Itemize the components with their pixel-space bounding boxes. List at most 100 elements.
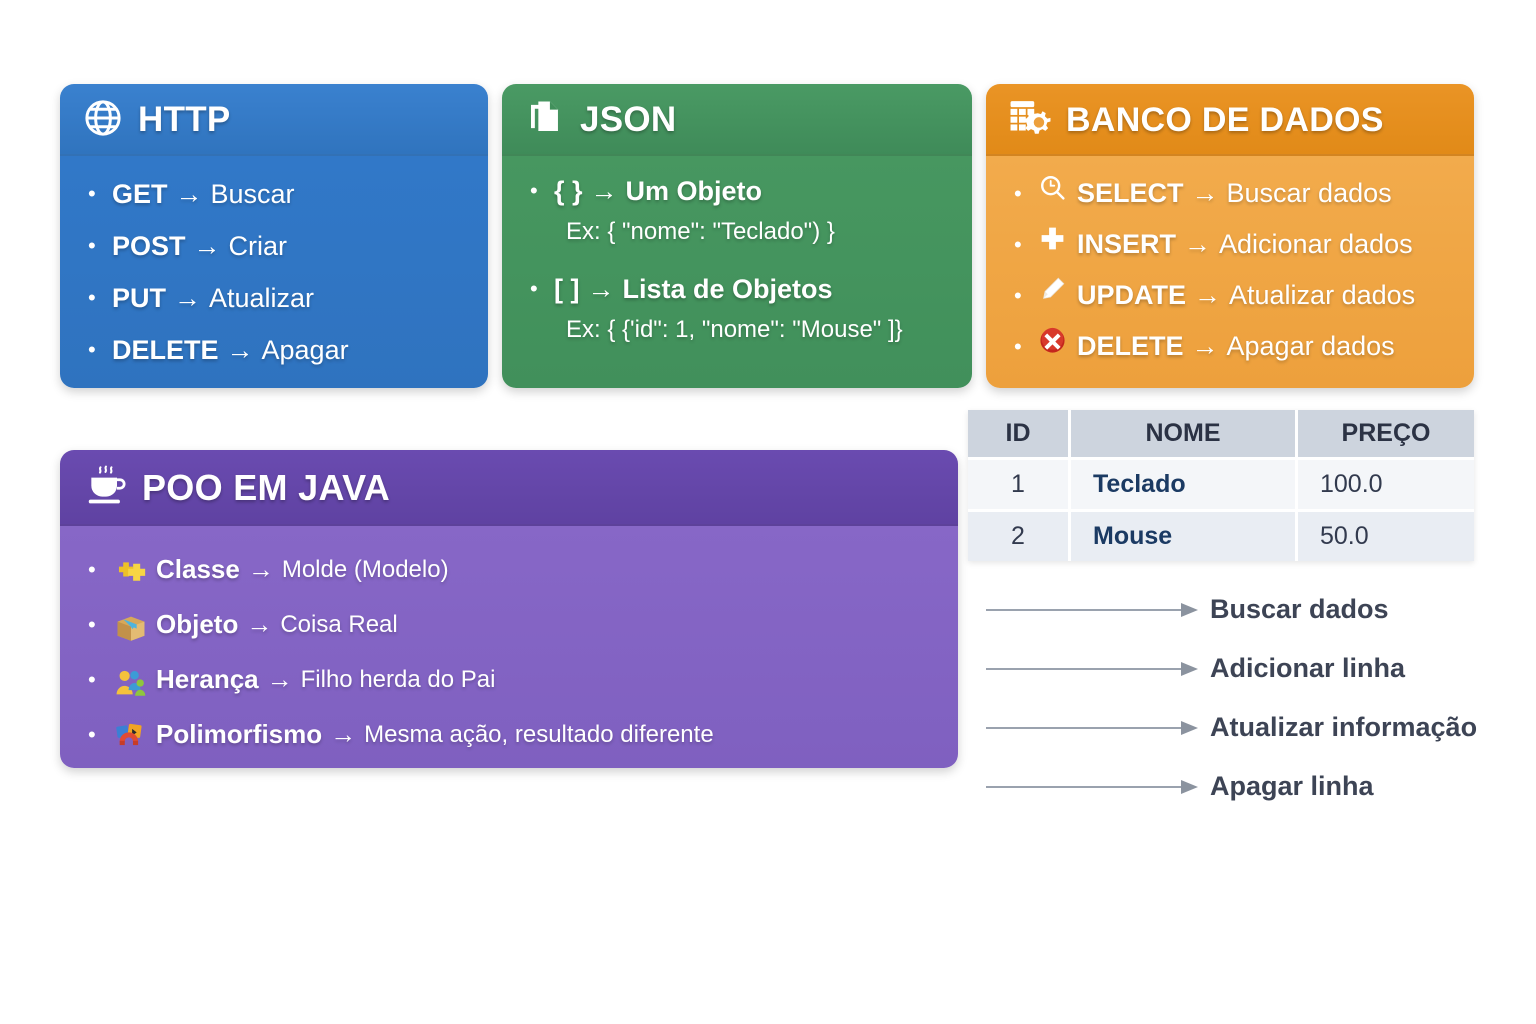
card-poo-java-header: POO EM JAVA <box>60 450 958 526</box>
callout-label: Atualizar informação <box>1210 712 1478 742</box>
arrow-glyph: → <box>330 719 357 749</box>
poo-concept-key: Classe <box>156 554 240 584</box>
list-item: UPDATE → Atualizar dados <box>1012 270 1456 321</box>
cardboard-box-icon <box>114 609 148 643</box>
table-row: 1 Teclado 100.0 <box>968 457 1474 511</box>
arrow-glyph: → <box>175 179 203 209</box>
callout-arrow-icon <box>986 720 1198 735</box>
products-table: ID NOME PREÇO 1 Teclado 100.0 2 Mouse 50… <box>968 410 1474 561</box>
http-method-value: Atualizar <box>209 283 315 313</box>
http-method-value: Apagar <box>261 335 349 365</box>
copy-document-icon <box>524 97 566 144</box>
callout-row: Atualizar informação <box>986 698 1506 757</box>
list-item: POST → Criar <box>86 220 470 272</box>
json-symbol-meaning: Lista de Objetos <box>622 274 833 304</box>
database-table-gear-icon <box>1008 97 1052 144</box>
cell-id: 1 <box>968 457 1071 511</box>
cell-nome: Mouse <box>1069 509 1298 561</box>
list-item: { } → Um Objeto Ex: { "nome": "Teclado")… <box>528 168 954 250</box>
sql-command-key: SELECT <box>1077 178 1184 208</box>
arrow-glyph: → <box>226 335 254 365</box>
card-poo-java: POO EM JAVA Classe → Molde (Modelo) <box>60 450 958 768</box>
cell-nome: Teclado <box>1069 457 1298 511</box>
json-symbol-meaning: Um Objeto <box>625 176 763 206</box>
http-method-key: PUT <box>112 283 166 313</box>
red-x-circle-icon <box>1038 321 1067 372</box>
arrow-glyph: → <box>174 283 201 313</box>
list-item: SELECT → Buscar dados <box>1012 168 1456 219</box>
magnet-cards-icon <box>114 719 148 753</box>
list-item: INSERT → Adicionar dados <box>1012 219 1456 270</box>
list-item: Objeto → Coisa Real <box>86 597 940 652</box>
json-example: Ex: { "nome": "Teclado") } <box>566 218 835 245</box>
list-item: GET → Buscar <box>86 168 470 220</box>
json-symbol: { } <box>554 176 583 206</box>
list-item: [ ] → Lista de Objetos Ex: { {'id": 1, "… <box>528 266 954 348</box>
sql-command-value: Adicionar dados <box>1219 229 1413 259</box>
cell-preco: 100.0 <box>1296 457 1474 511</box>
card-http: HTTP GET → Buscar POST → Criar PUT <box>60 84 488 388</box>
http-method-key: GET <box>112 179 168 209</box>
callout-label: Buscar dados <box>1210 594 1389 624</box>
callout-arrow-icon <box>986 602 1198 617</box>
card-json-title: JSON <box>580 100 677 139</box>
pencil-icon <box>1038 270 1067 321</box>
card-http-header: HTTP <box>60 84 488 156</box>
arrow-glyph: → <box>247 554 274 584</box>
json-example: Ex: { {'id": 1, "nome": "Mouse" ]} <box>566 316 903 343</box>
poo-concept-list: Classe → Molde (Modelo) Objeto <box>86 542 940 762</box>
http-method-key: POST <box>112 231 186 261</box>
card-http-title: HTTP <box>138 100 231 139</box>
table-row: 2 Mouse 50.0 <box>968 509 1474 561</box>
card-poo-java-title: POO EM JAVA <box>142 467 391 508</box>
card-database: BANCO DE DADOS SELECT → Buscar dados <box>986 84 1474 388</box>
card-json-header: JSON <box>502 84 972 156</box>
puzzle-pieces-icon <box>114 554 148 588</box>
sql-command-value: Atualizar dados <box>1229 280 1416 310</box>
http-method-list: GET → Buscar POST → Criar PUT → Atualiza… <box>86 168 470 376</box>
sql-command-list: SELECT → Buscar dados INSERT → Adicionar… <box>1012 168 1456 372</box>
arrow-glyph: → <box>1191 178 1219 208</box>
card-poo-java-body: Classe → Molde (Modelo) Objeto <box>60 526 958 768</box>
cell-preco: 50.0 <box>1296 509 1474 561</box>
plus-icon <box>1038 219 1067 270</box>
people-group-icon <box>114 664 148 698</box>
list-item: PUT → Atualizar <box>86 272 470 324</box>
sql-command-value: Buscar dados <box>1226 178 1392 208</box>
callout-row: Buscar dados <box>986 580 1506 639</box>
poo-concept-value: Filho herda do Pai <box>300 666 496 693</box>
callout-arrow-icon <box>986 779 1198 794</box>
json-structure-list: { } → Um Objeto Ex: { "nome": "Teclado")… <box>528 168 954 348</box>
arrow-glyph: → <box>266 664 293 694</box>
poo-concept-value: Mesma ação, resultado diferente <box>364 721 714 748</box>
sql-command-key: DELETE <box>1077 331 1184 361</box>
callout-label: Adicionar linha <box>1210 653 1406 683</box>
poo-concept-key: Herança <box>156 664 259 694</box>
arrow-glyph: → <box>590 176 618 206</box>
card-database-body: SELECT → Buscar dados INSERT → Adicionar… <box>986 156 1474 388</box>
column-header-nome: NOME <box>1069 410 1298 459</box>
list-item: Herança → Filho herda do Pai <box>86 652 940 707</box>
card-json-body: { } → Um Objeto Ex: { "nome": "Teclado")… <box>502 156 972 388</box>
card-json: JSON { } → Um Objeto Ex: { "nome": "Tecl… <box>502 84 972 388</box>
poo-concept-value: Coisa Real <box>280 611 398 638</box>
json-symbol: [ ] <box>554 274 580 304</box>
sql-command-key: INSERT <box>1077 229 1177 259</box>
globe-icon <box>82 97 124 144</box>
arrow-glyph: → <box>246 609 273 639</box>
arrow-glyph: → <box>193 231 221 261</box>
arrow-glyph: → <box>1184 229 1212 259</box>
card-http-body: GET → Buscar POST → Criar PUT → Atualiza… <box>60 156 488 388</box>
poo-concept-value: Molde (Modelo) <box>281 556 449 583</box>
list-item: DELETE → Apagar <box>86 324 470 376</box>
magnifier-icon <box>1038 168 1067 219</box>
cell-id: 2 <box>968 509 1071 561</box>
list-item: Polimorfismo → Mesma ação, resultado dif… <box>86 707 940 762</box>
list-item: Classe → Molde (Modelo) <box>86 542 940 597</box>
sql-command-value: Apagar dados <box>1226 331 1395 361</box>
poo-concept-key: Objeto <box>156 609 239 639</box>
sql-command-key: UPDATE <box>1077 280 1187 310</box>
http-method-value: Buscar <box>210 179 295 209</box>
arrow-glyph: → <box>1191 331 1219 361</box>
http-method-value: Criar <box>228 231 288 261</box>
